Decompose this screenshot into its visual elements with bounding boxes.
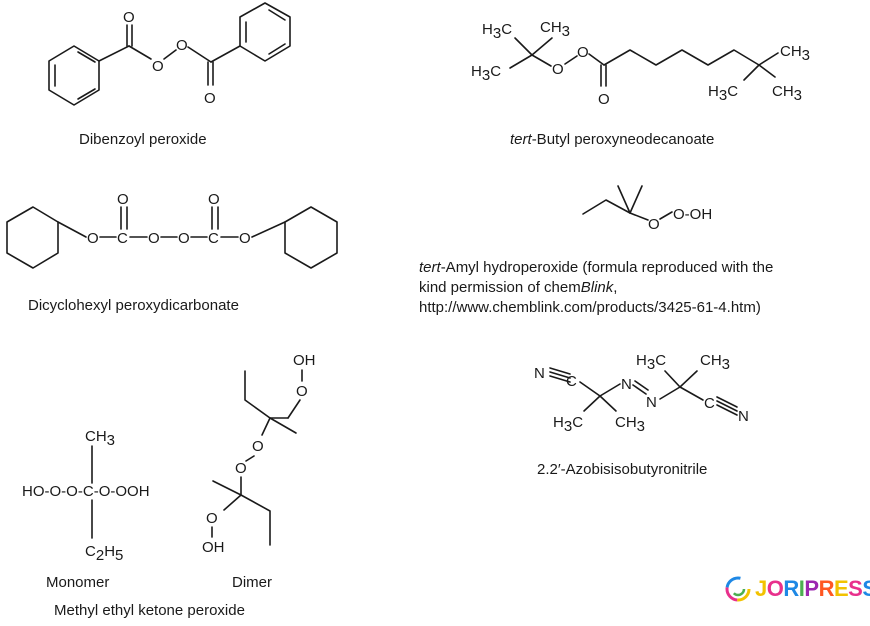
logo-letter: S xyxy=(862,576,870,601)
ethyl-chain-lower xyxy=(240,494,271,546)
atom-o: O xyxy=(208,191,220,208)
atom-n: N xyxy=(646,394,657,411)
label-oh: OH xyxy=(293,352,316,369)
atom-c: C xyxy=(117,230,128,247)
caption-dimer: Dimer xyxy=(232,574,272,591)
label-ooh: O-OH xyxy=(673,206,712,223)
structure-tert-amyl-hydroperoxide: O O-OH xyxy=(582,185,712,233)
atom-o: O xyxy=(178,230,190,247)
logo-letter: R xyxy=(783,576,799,601)
atom-o: O xyxy=(123,9,135,26)
benzene-ring-right xyxy=(239,2,291,62)
atom-c: C xyxy=(208,230,219,247)
cyclohexane-ring-left xyxy=(6,206,59,269)
label-h3c: H3C xyxy=(471,63,501,84)
atom-o: O xyxy=(239,230,251,247)
logo-letter: I xyxy=(798,576,805,601)
atom-o: O xyxy=(552,61,564,78)
label-oh: OH xyxy=(202,539,225,556)
structure-mek-peroxide-monomer: CH3 HO-O-O-C-O-OOH C2H5 xyxy=(22,428,150,564)
label-h3c: H3C xyxy=(553,414,583,435)
atom-n: N xyxy=(738,408,749,425)
alkyl-chain xyxy=(603,49,760,66)
structure-tert-butyl-peroxyneodecanoate: H3C CH3 H3C O O O CH3 H3C CH3 xyxy=(471,19,810,108)
atom-o: O xyxy=(598,91,610,108)
atom-n: N xyxy=(534,365,545,382)
label-ch3: CH3 xyxy=(540,19,570,40)
label-c2h5: C2H5 xyxy=(85,543,123,564)
logo-letter: S xyxy=(848,576,863,601)
ethyl-chain xyxy=(582,199,631,215)
caption-dicyclohexyl-peroxydicarbonate: Dicyclohexyl peroxydicarbonate xyxy=(28,297,239,314)
caption-tert-butyl-peroxyneodecanoate: tert-Butyl peroxyneodecanoate xyxy=(510,131,715,148)
label-h3c: H3C xyxy=(636,352,666,373)
atom-o: O xyxy=(206,510,218,527)
caption-tert-amyl-line3: http://www.chemblink.com/products/3425-6… xyxy=(419,299,761,316)
label-h3c: H3C xyxy=(708,83,738,104)
logo-letter: J xyxy=(755,576,767,601)
atom-o: O xyxy=(148,230,160,247)
structure-mek-peroxide-dimer: OH O O O O OH xyxy=(202,352,316,556)
atom-c: C xyxy=(704,395,715,412)
atom-o: O xyxy=(577,44,589,61)
label-h3c: H3C xyxy=(482,21,512,42)
logo-wordmark: JORIPRESS xyxy=(755,576,870,602)
caption-dibenzoyl-peroxide: Dibenzoyl peroxide xyxy=(79,131,207,148)
jori-press-logo: JORIPRESS xyxy=(724,572,870,606)
atom-c: C xyxy=(566,373,577,390)
caption-tert-amyl-line1: tert-Amyl hydroperoxide (formula reprodu… xyxy=(419,259,774,276)
label-ch3: CH3 xyxy=(85,428,115,449)
caption-azobisisobutyronitrile: 2.2′-Azobisisobutyronitrile xyxy=(537,461,708,478)
caption-methyl-ethyl-ketone-peroxide: Methyl ethyl ketone peroxide xyxy=(54,602,245,619)
logo-swirl-icon xyxy=(725,576,751,602)
logo-letter: P xyxy=(804,576,819,601)
atom-o: O xyxy=(252,438,264,455)
logo-letter: E xyxy=(833,576,849,601)
atom-n: N xyxy=(621,376,632,393)
atom-o: O xyxy=(648,216,660,233)
structure-dibenzoyl-peroxide: O O O O xyxy=(48,2,291,107)
atom-o: O xyxy=(152,58,164,75)
benzene-ring-left xyxy=(48,45,100,106)
caption-tert-amyl-line2: kind permission of chemBlink, xyxy=(419,279,618,296)
atom-o: O xyxy=(296,383,308,400)
atom-o: O xyxy=(87,230,99,247)
atom-o: O xyxy=(176,37,188,54)
cyclohexane-ring-right xyxy=(284,206,338,269)
logo-letter: O xyxy=(766,576,784,601)
logo-letter: R xyxy=(818,576,835,601)
atom-o: O xyxy=(117,191,129,208)
caption-monomer: Monomer xyxy=(46,574,110,591)
atom-o: O xyxy=(235,460,247,477)
structure-azobisisobutyronitrile: N C H3C CH3 N N H3C CH3 C N xyxy=(534,352,749,435)
label-hooco-ooh: HO-O-O-C-O-OOH xyxy=(22,483,150,500)
atom-o: O xyxy=(204,90,216,107)
label-ch3: CH3 xyxy=(772,83,802,104)
structure-dicyclohexyl-peroxydicarbonate: O C O O O C O O xyxy=(6,191,338,269)
ethyl-chain-upper xyxy=(244,370,271,419)
label-ch3: CH3 xyxy=(700,352,730,373)
label-ch3: CH3 xyxy=(615,414,645,435)
label-ch3: CH3 xyxy=(780,43,810,64)
